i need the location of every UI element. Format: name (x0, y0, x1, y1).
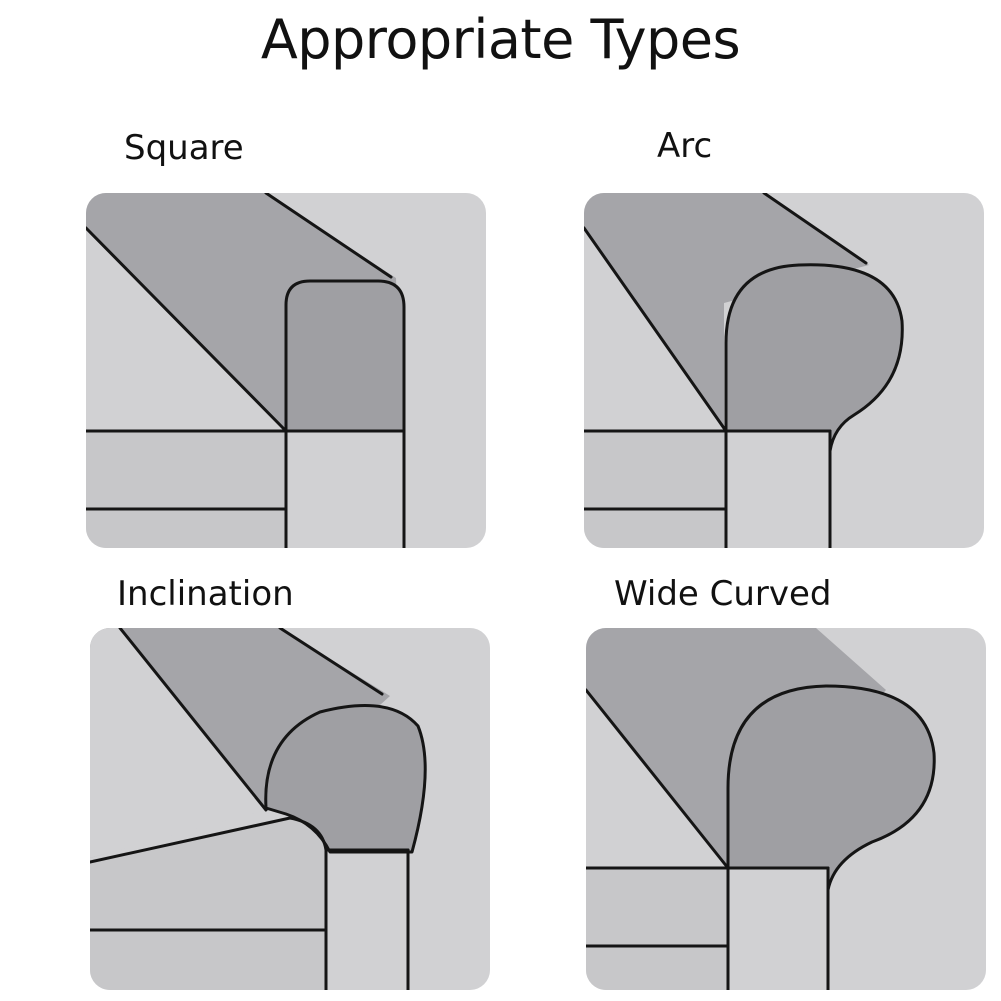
inclination-armrest-icon (90, 628, 490, 990)
wide-curved-armrest-illustration (586, 628, 986, 990)
type-label-arc: Arc (657, 126, 713, 166)
type-label-wide-curved: Wide Curved (614, 574, 832, 614)
type-label-inclination: Inclination (117, 574, 294, 614)
inclination-armrest-illustration (90, 628, 490, 990)
type-label-square: Square (124, 128, 244, 168)
wide-curved-armrest-icon (586, 628, 986, 990)
square-armrest-illustration (86, 193, 486, 548)
arc-armrest-illustration (584, 193, 984, 548)
arc-armrest-icon (584, 193, 984, 548)
square-armrest-icon (86, 193, 486, 548)
page-title: Appropriate Types (260, 8, 741, 71)
